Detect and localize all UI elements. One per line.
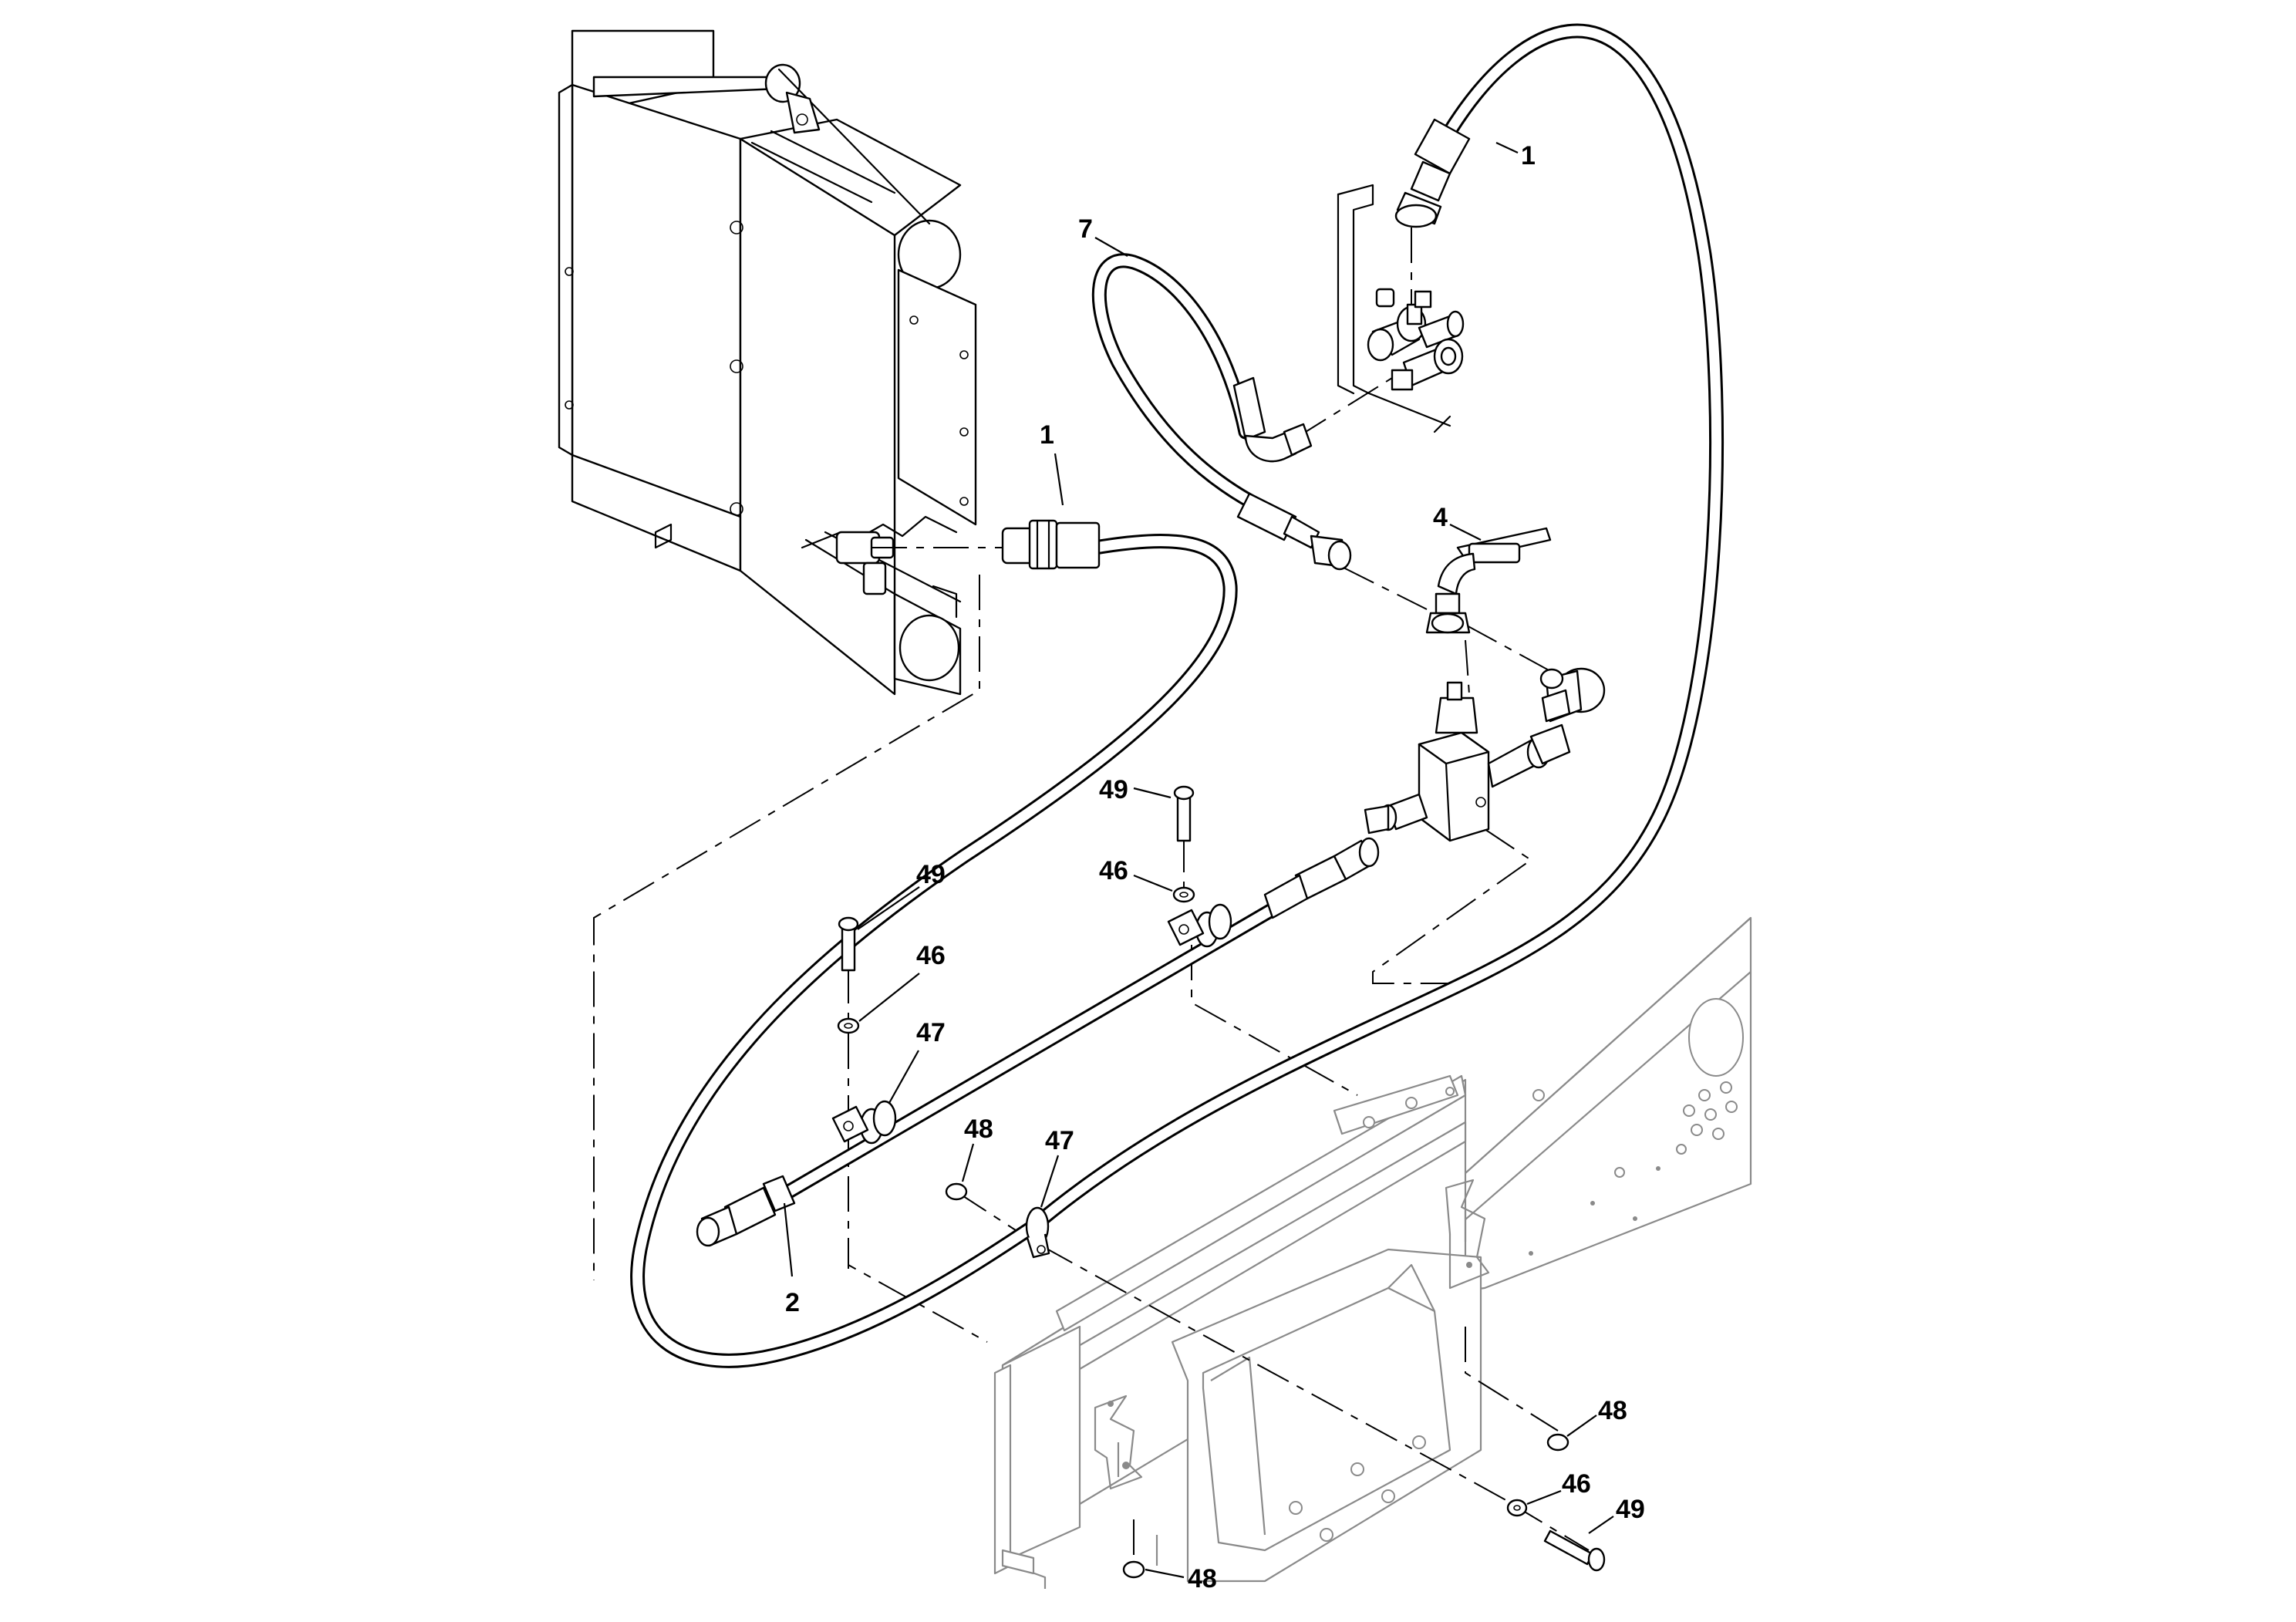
oil-cooler-assembly: [558, 29, 977, 696]
callout-47-right: 47: [1045, 1126, 1074, 1155]
callout-7: 7: [1078, 214, 1093, 244]
hose-2: [748, 879, 1319, 1219]
hose-1-upper: [1026, 23, 1725, 1234]
callout-48-left: 48: [964, 1114, 993, 1144]
callout-49-right: 49: [1099, 775, 1128, 804]
callout-4: 4: [1433, 503, 1448, 532]
hose-7: [1091, 253, 1273, 517]
hose-1-lower: [630, 534, 1238, 1368]
callout-48-right: 48: [1598, 1396, 1627, 1425]
callout-46-right: 46: [1099, 856, 1128, 885]
callout-1-middle: 1: [1040, 420, 1054, 450]
valve-panel: [1337, 184, 1465, 433]
callout-47-left: 47: [916, 1018, 946, 1047]
callout-labels: 1 7 1 4 49 46 49 46 47 48 47 2 48 46 49 …: [785, 141, 1645, 1593]
callout-49-bottom: 49: [1616, 1495, 1645, 1524]
callout-2: 2: [785, 1288, 800, 1317]
callout-49-left: 49: [916, 860, 946, 889]
fittings: [696, 118, 1606, 1579]
callout-1-upper: 1: [1521, 141, 1536, 170]
callout-48-bottom: 48: [1188, 1564, 1217, 1593]
callout-leaders: [783, 142, 1614, 1579]
callout-46-bottom: 46: [1562, 1469, 1591, 1499]
chassis-frame: [993, 916, 1752, 1589]
callout-46-left: 46: [916, 941, 946, 970]
